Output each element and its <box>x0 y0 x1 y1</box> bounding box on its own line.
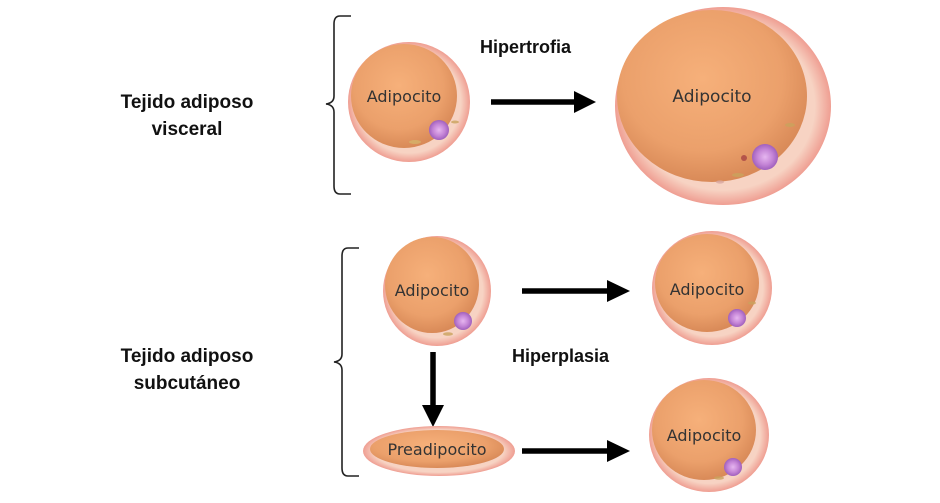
group-label-visceral: Tejido adiposo visceral <box>100 89 274 143</box>
arrowhead-hiperplasia-bottom <box>607 440 630 462</box>
arrowhead-hiperplasia-top <box>607 280 630 302</box>
group-label-subcutaneo: Tejido adiposo subcutáneo <box>100 343 274 397</box>
cell-visceral-large: Adipocito <box>615 7 831 205</box>
arrowhead-down <box>422 405 444 427</box>
nucleus-icon <box>728 309 746 327</box>
arrowhead-hipertrofia <box>574 91 596 113</box>
cell-label: Adipocito <box>367 87 442 106</box>
nucleus-icon <box>454 312 472 330</box>
cell-label: Adipocito <box>667 426 742 445</box>
group-label-line: visceral <box>151 119 223 140</box>
process-label-hipertrofia: Hipertrofia <box>480 37 572 57</box>
cell-visceral-small: Adipocito <box>348 42 470 162</box>
group-label-line: Tejido adiposo <box>120 346 254 367</box>
cell-label: Adipocito <box>670 280 745 299</box>
cell-label: Preadipocito <box>387 440 486 459</box>
cell-preadipocyte: Preadipocito <box>363 426 515 476</box>
nucleus-icon <box>752 144 778 170</box>
group-label-line: subcutáneo <box>133 373 241 394</box>
nucleus-icon <box>724 458 742 476</box>
bracket-visceral <box>325 15 351 195</box>
group-label-line: Tejido adiposo <box>120 92 254 113</box>
cell-sub-bottom-right: Adipocito <box>649 378 769 492</box>
cell-label: Adipocito <box>672 87 751 107</box>
cell-sub-top-right: Adipocito <box>652 231 772 345</box>
cell-sub-top-left: Adipocito <box>383 236 491 346</box>
cell-label: Adipocito <box>395 281 470 300</box>
nucleus-icon <box>429 120 449 140</box>
bracket-subcutaneo <box>333 247 359 477</box>
process-label-hiperplasia: Hiperplasia <box>512 346 610 366</box>
